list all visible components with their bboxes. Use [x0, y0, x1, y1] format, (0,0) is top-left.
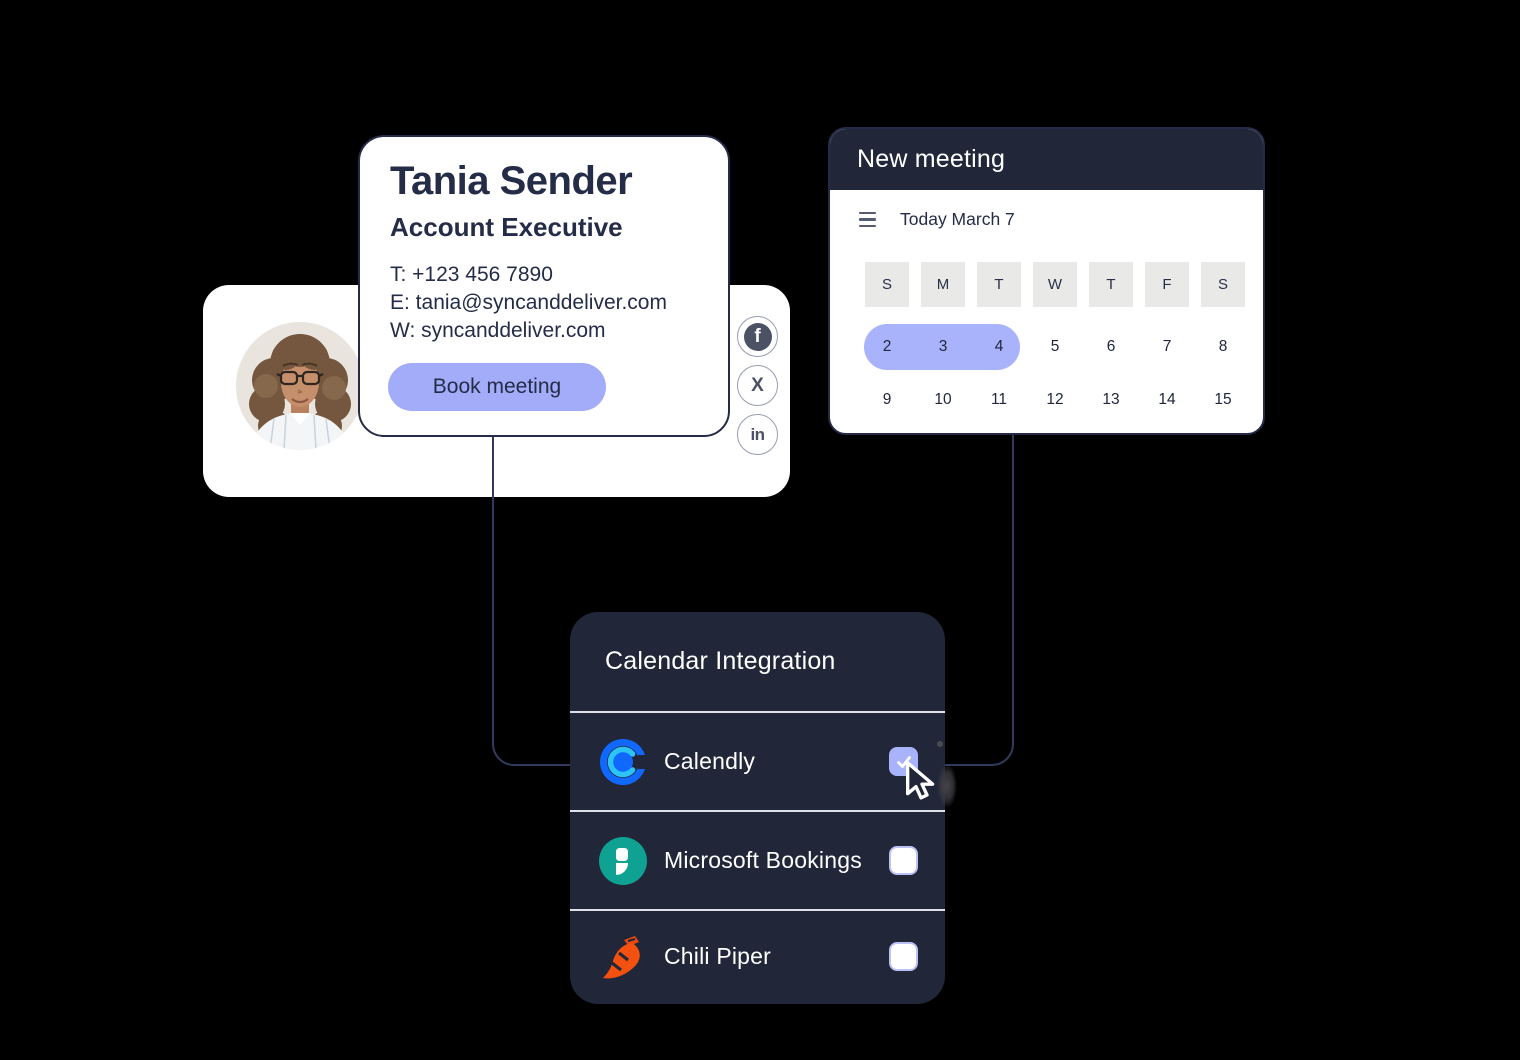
meeting-toolbar: Today March 7	[830, 190, 1263, 230]
weekday-header-row: S M T W T F S	[865, 262, 1245, 307]
weekday-cell: F	[1145, 262, 1189, 307]
facebook-glyph: f	[754, 326, 761, 347]
weekday-cell: W	[1033, 262, 1077, 307]
facebook-icon[interactable]: f	[737, 316, 778, 357]
linkedin-icon[interactable]: in	[737, 414, 778, 455]
date-cell[interactable]: 5	[1050, 338, 1060, 355]
weekday-cell: T	[977, 262, 1021, 307]
integration-label: Calendly	[664, 748, 756, 774]
calendly-icon	[599, 738, 647, 786]
date-cell[interactable]: 15	[1214, 391, 1232, 408]
microsoft-bookings-icon	[599, 836, 647, 885]
contact-name: Tania Sender	[390, 159, 633, 203]
book-meeting-button[interactable]: Book meeting	[388, 363, 606, 411]
date-cell[interactable]: 6	[1106, 338, 1116, 355]
date-cell[interactable]: 11	[990, 391, 1008, 408]
weekday-cell: S	[1201, 262, 1245, 307]
linkedin-glyph: in	[750, 424, 765, 444]
date-cell[interactable]: 8	[1218, 338, 1228, 355]
contact-website: W: syncanddeliver.com	[390, 319, 606, 342]
date-cell[interactable]: 9	[882, 391, 892, 408]
integration-title: Calendar Integration	[570, 612, 945, 713]
dates-week2-row: 9 10 11 12 13 14 15	[865, 382, 1245, 418]
integration-row-chili-piper[interactable]: Chili Piper	[570, 911, 945, 1001]
date-cell[interactable]: 2	[882, 338, 892, 355]
contact-phone: T: +123 456 7890	[390, 263, 553, 286]
integration-row-microsoft-bookings[interactable]: Microsoft Bookings	[570, 812, 945, 911]
integration-row-calendly[interactable]: Calendly	[570, 713, 945, 812]
selected-date-range	[864, 324, 1020, 370]
connector-meeting-to-integration	[944, 435, 1014, 766]
date-cell[interactable]: 4	[994, 338, 1004, 355]
weekday-cell: S	[865, 262, 909, 307]
chili-piper-icon	[599, 932, 647, 980]
new-meeting-card: New meeting Today March 7 S M T W T F S …	[828, 127, 1265, 435]
integration-label: Chili Piper	[664, 942, 772, 969]
current-date-label: Today March 7	[900, 209, 1015, 229]
dates-week1-row: 2 3 4 5 6 7 8	[865, 324, 1245, 370]
calendar-integration-card: Calendar Integration Calendly	[570, 612, 945, 1004]
microsoft-bookings-checkbox[interactable]	[889, 846, 918, 875]
x-icon[interactable]: X	[737, 365, 778, 406]
date-cell[interactable]: 10	[934, 391, 952, 408]
date-cell[interactable]: 14	[1158, 391, 1176, 408]
weekday-cell: T	[1089, 262, 1133, 307]
menu-icon[interactable]	[859, 211, 876, 228]
contact-email: E: tania@syncanddeliver.com	[390, 291, 667, 314]
integration-label: Microsoft Bookings	[664, 847, 862, 873]
signature-card: Tania Sender Account Executive T: +123 4…	[358, 135, 730, 437]
check-icon	[896, 755, 911, 768]
contact-details: T: +123 456 7890 E: tania@syncanddeliver…	[390, 261, 698, 345]
date-cell[interactable]: 13	[1102, 391, 1120, 408]
x-glyph: X	[751, 374, 764, 396]
new-meeting-header: New meeting	[830, 129, 1263, 190]
new-meeting-title: New meeting	[857, 145, 1006, 173]
social-links: f X in	[737, 316, 778, 455]
contact-role: Account Executive	[390, 212, 623, 242]
avatar-illustration	[236, 322, 364, 450]
date-cell[interactable]: 3	[938, 338, 948, 355]
chili-piper-checkbox[interactable]	[889, 941, 918, 971]
date-cell[interactable]: 12	[1046, 391, 1064, 408]
date-cell[interactable]: 7	[1162, 338, 1172, 355]
mouse-cursor-icon	[901, 760, 941, 809]
weekday-cell: M	[921, 262, 965, 307]
avatar	[236, 322, 364, 450]
